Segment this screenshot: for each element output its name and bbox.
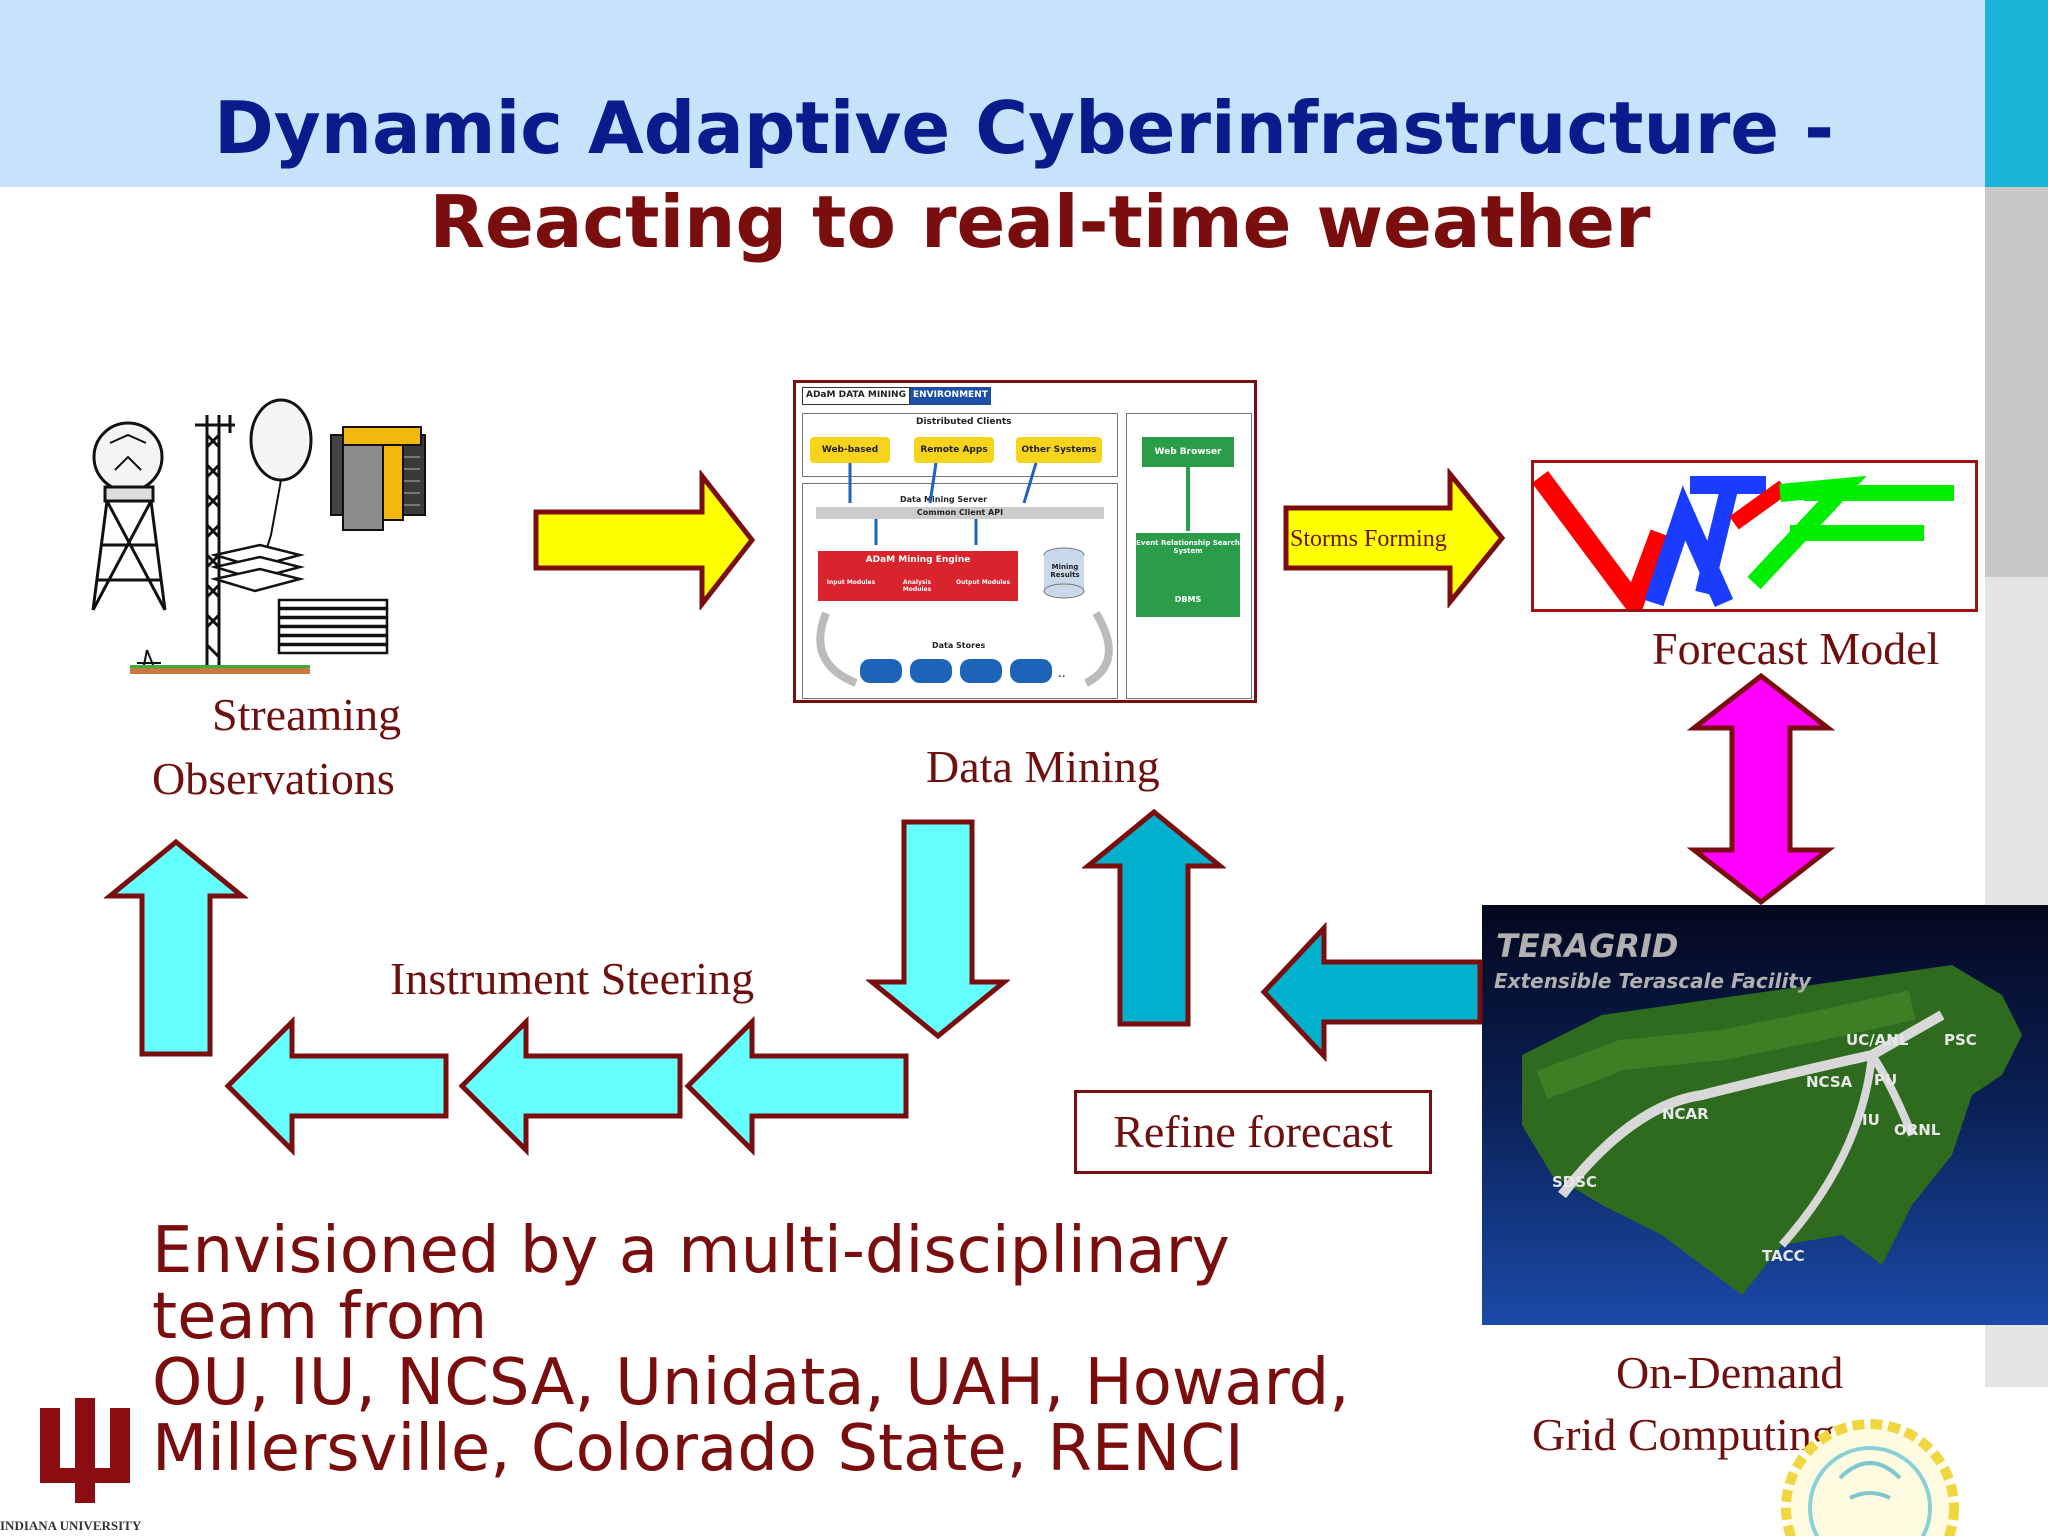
wrf-logo-icon	[1534, 471, 1954, 609]
collaborators-line-2: team from	[152, 1280, 488, 1354]
label-forecast-model: Forecast Model	[1652, 623, 1940, 674]
right-accent-strip	[1985, 0, 2048, 187]
paper-stack-icon	[210, 543, 389, 655]
arrow-steering-left-2	[458, 1016, 683, 1156]
arrow-steering-left-3	[224, 1016, 449, 1156]
dm-header: ADaM DATA MINING ENVIRONMENT	[802, 387, 991, 405]
site-uc-anl: UC/ANL	[1846, 1031, 1909, 1049]
dm-data-stores: Data Stores	[932, 641, 986, 650]
arrow-observations-to-mining	[533, 470, 756, 610]
dm-core-box	[802, 483, 1118, 699]
teragrid-subtitle: Extensible Terascale Facility	[1494, 969, 1811, 993]
teragrid-map: TERAGRID Extensible Terascale Facility U…	[1482, 905, 2048, 1325]
arrow-storms-forming	[1283, 468, 1506, 608]
label-on-demand: On-Demand	[1616, 1347, 1844, 1398]
slide-subtitle: Reacting to real-time weather	[429, 180, 1651, 264]
dm-input-modules: Input Modules	[826, 579, 876, 586]
site-ornl: ORNL	[1894, 1121, 1941, 1139]
indiana-university-logo-icon	[40, 1398, 130, 1503]
dm-data-store-disks: ..	[860, 659, 1066, 683]
collaborators-line-3: OU, IU, NCSA, Unidata, UAH, Howard,	[152, 1346, 1350, 1420]
dm-web-browser: Web Browser	[1142, 437, 1234, 467]
label-streaming: Streaming	[212, 689, 402, 740]
data-mining-panel: ADaM DATA MINING ENVIRONMENT Distributed…	[793, 380, 1257, 703]
dm-distributed-clients: Distributed Clients	[916, 417, 1012, 427]
right-gray-strip	[1985, 187, 2048, 577]
label-instrument-steering: Instrument Steering	[390, 953, 755, 1004]
dm-engine-box	[818, 551, 1018, 601]
site-tacc: TACC	[1762, 1247, 1805, 1265]
dm-output-modules: Output Modules	[955, 579, 1011, 586]
arrow-down-from-data-mining	[866, 819, 1010, 1040]
radar-tower-icon	[91, 421, 167, 611]
header-band	[0, 0, 1985, 187]
dm-remote-apps: Remote Apps	[914, 437, 994, 463]
dm-clients-box	[802, 413, 1118, 477]
site-ncsa: NCSA	[1806, 1073, 1853, 1091]
collaborators-line-4: Millersville, Colorado State, RENCI	[152, 1412, 1244, 1486]
collaborators-text: Envisioned by a multi-disciplinary team …	[152, 1218, 1350, 1482]
label-grid-computing: Grid Computing	[1532, 1409, 1835, 1460]
dm-mining-results-cylinder	[1043, 547, 1085, 599]
site-sdsc: SDSC	[1552, 1173, 1598, 1191]
dm-other-systems: Other Systems	[1016, 437, 1102, 463]
dm-header-left: ADaM DATA MINING	[802, 387, 910, 405]
dm-client-api: Common Client API	[816, 507, 1104, 519]
arrow-up-to-data-mining	[1082, 808, 1226, 1027]
dm-mining-server: Data Mining Server	[900, 495, 988, 504]
label-refine-forecast: Refine forecast	[1074, 1090, 1432, 1174]
wrf-logo-box	[1531, 460, 1978, 612]
teragrid-title: TERAGRID	[1496, 927, 1679, 965]
indiana-university-label: INDIANA UNIVERSITY	[0, 1518, 142, 1533]
instruments-illustration	[91, 398, 426, 674]
us-map-graphic	[1522, 965, 2022, 1295]
label-observations: Observations	[152, 753, 395, 804]
arrow-grid-to-mining	[1260, 922, 1483, 1062]
dm-dbms: DBMS	[1174, 595, 1202, 604]
dm-right-box	[1126, 413, 1252, 699]
seal-logo-icon	[1781, 1419, 1959, 1536]
ground-line	[130, 668, 310, 674]
dm-mining-results: Mining Results	[1050, 563, 1080, 579]
site-ncar: NCAR	[1662, 1105, 1709, 1123]
dm-header-right: ENVIRONMENT	[909, 387, 991, 405]
label-data-mining: Data Mining	[926, 741, 1160, 792]
label-storms-forming: Storms Forming	[1290, 526, 1447, 552]
arrow-steering-left-1	[684, 1016, 909, 1156]
dm-engine-label: ADaM Mining Engine	[865, 555, 971, 565]
site-iu: IU	[1862, 1111, 1880, 1129]
arrow-model-grid-bidirectional	[1686, 672, 1836, 906]
site-pu: PU	[1874, 1071, 1898, 1089]
site-psc: PSC	[1944, 1031, 1977, 1049]
dm-analysis-modules: Analysis Modules	[902, 579, 932, 593]
dm-event-system: Event Relationship Search System	[1136, 533, 1240, 617]
collaborators-line-1: Envisioned by a multi-disciplinary	[152, 1214, 1230, 1288]
svg-text:..: ..	[1058, 666, 1066, 680]
dm-web-based: Web-based	[810, 437, 890, 463]
dm-flow-arrows	[816, 462, 1190, 687]
supercomputer-icon	[330, 426, 426, 531]
slide-title: Dynamic Adaptive Cyberinfrastructure -	[214, 86, 1834, 170]
arrow-up-to-observations	[104, 838, 248, 1057]
